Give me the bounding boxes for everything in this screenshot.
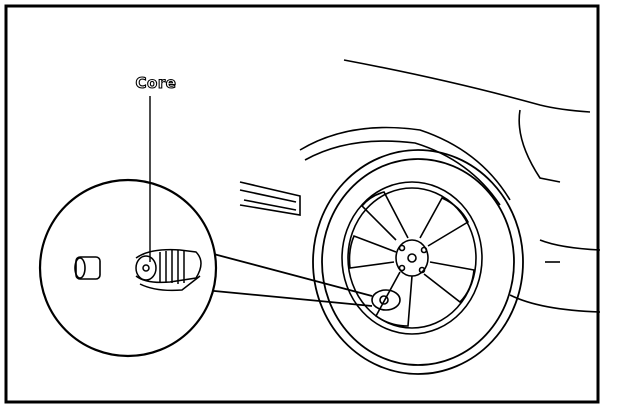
magnified-callout-circle	[38, 178, 218, 358]
wheel-rim	[341, 181, 483, 335]
outer-frame	[4, 4, 600, 404]
valve-cap	[74, 256, 101, 280]
valve-core	[135, 248, 202, 292]
callout-leader	[203, 251, 373, 307]
core-label: Core	[135, 73, 177, 92]
car-body-outline	[239, 59, 601, 313]
valve-stem	[371, 289, 401, 311]
tire	[312, 149, 524, 375]
